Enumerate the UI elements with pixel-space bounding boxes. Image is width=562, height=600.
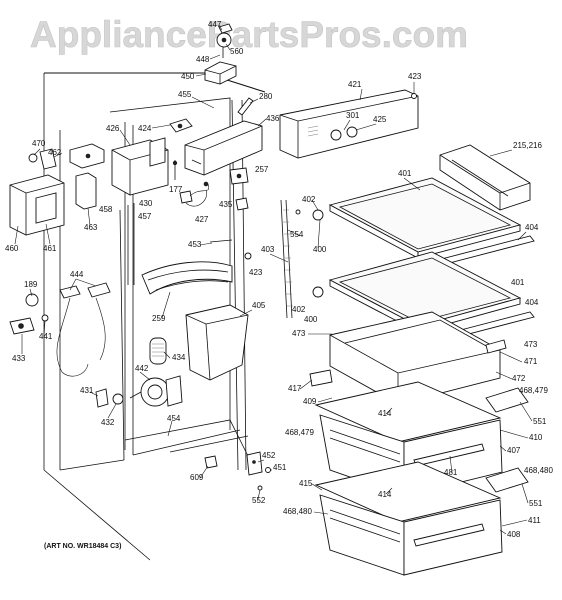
callout-label: 473 <box>292 329 306 338</box>
light-shield-259 <box>141 261 233 295</box>
leader-lines <box>14 24 533 535</box>
water-reservoir-405 <box>149 304 249 381</box>
art-number: (ART NO. WR18484 C3) <box>44 543 121 550</box>
callout-label: 472 <box>512 374 526 383</box>
part-424 <box>169 118 193 133</box>
callout-label: 426 <box>106 124 120 133</box>
callout-label: 551 <box>533 417 547 426</box>
callout-label: 468,479 <box>519 386 548 395</box>
left-controls-cluster <box>9 148 97 236</box>
callout-label: 411 <box>528 516 541 525</box>
callout-label: 457 <box>138 212 152 221</box>
callout-label: 448 <box>196 55 210 64</box>
callout-label: 455 <box>178 90 192 99</box>
callout-label: 427 <box>195 215 209 224</box>
callout-label: 280 <box>259 92 273 101</box>
thermostat-knob-assembly <box>204 23 237 85</box>
callout-label: 447 <box>208 20 222 29</box>
callout-label: 481 <box>444 468 458 477</box>
callout-label: 444 <box>70 270 84 279</box>
callout-label: 402 <box>302 195 316 204</box>
callout-label: 454 <box>167 414 181 423</box>
callout-label: 215,216 <box>513 141 542 150</box>
callout-label: 421 <box>348 80 362 89</box>
callout-label: 259 <box>152 314 166 323</box>
callout-label: 470 <box>32 139 46 148</box>
callout-label: 402 <box>292 305 306 314</box>
watermark: AppliancePartsPros.com <box>30 14 468 55</box>
callout-label: 423 <box>408 72 422 81</box>
callout-label: 468,479 <box>285 428 314 437</box>
callout-label: 461 <box>43 244 57 253</box>
wire-harness-427 <box>179 181 210 207</box>
callout-label: 552 <box>252 496 266 505</box>
callout-label: 458 <box>99 205 113 214</box>
screw-177 <box>172 160 178 180</box>
part-257 <box>229 167 249 185</box>
callout-label: 423 <box>249 268 263 277</box>
motor-442 <box>95 375 183 408</box>
callout-label: 301 <box>346 111 360 120</box>
callout-label: 452 <box>262 451 276 460</box>
glass-shelf-lower <box>312 251 535 344</box>
callout-label: 433 <box>12 354 26 363</box>
shelf-track-403 <box>280 199 293 319</box>
callout-label: 560 <box>230 47 244 56</box>
callout-label: 417 <box>288 384 302 393</box>
callout-label: 468,480 <box>283 507 312 516</box>
callout-label: 410 <box>529 433 543 442</box>
callout-label: 431 <box>80 386 94 395</box>
callout-label: 432 <box>101 418 115 427</box>
callout-label: 414 <box>378 490 392 499</box>
fan-housing-430 <box>69 137 169 196</box>
glass-shelf-upper <box>295 177 535 268</box>
air-duct-436 <box>184 97 263 176</box>
callout-label: 189 <box>24 280 38 289</box>
callout-label: 430 <box>139 199 153 208</box>
callout-label: 400 <box>304 315 318 324</box>
divider-posts <box>127 203 135 285</box>
callout-label: 441 <box>39 332 53 341</box>
crisper-drawer-lower <box>314 461 529 576</box>
callout-label: 442 <box>135 364 149 373</box>
callout-label: 424 <box>138 124 152 133</box>
part-435 <box>235 197 249 211</box>
callout-label: 415 <box>299 479 313 488</box>
callout-label: 468,480 <box>524 466 553 475</box>
control-panel-421 <box>279 89 419 159</box>
callout-label: 473 <box>524 340 538 349</box>
callout-label: 404 <box>525 223 539 232</box>
crisper-cover-215 <box>439 144 531 211</box>
callout-label: 177 <box>169 185 183 194</box>
callout-label: 435 <box>219 200 233 209</box>
callout-label: 425 <box>373 115 387 124</box>
callout-label: 400 <box>313 245 327 254</box>
callout-label: 257 <box>255 165 269 174</box>
callout-label: 462 <box>48 148 62 157</box>
callout-label: 408 <box>507 530 521 539</box>
water-tube-assembly <box>9 282 111 377</box>
callout-label: 401 <box>398 169 412 178</box>
callout-label: 460 <box>5 244 19 253</box>
bolt-423 <box>244 252 252 260</box>
callout-label: 414 <box>378 409 392 418</box>
callout-label: 403 <box>261 245 275 254</box>
callout-label: 405 <box>252 301 266 310</box>
callout-label: 407 <box>507 446 521 455</box>
callout-label: 450 <box>181 72 195 81</box>
callout-label: 434 <box>172 353 186 362</box>
callout-label: 401 <box>511 278 525 287</box>
callout-label: 451 <box>273 463 287 472</box>
callout-label: 471 <box>524 357 538 366</box>
callout-label: 453 <box>188 240 202 249</box>
callout-label: 463 <box>84 223 98 232</box>
part-453 <box>209 239 233 243</box>
callout-label: 609 <box>190 473 204 482</box>
small-hardware <box>204 451 271 491</box>
callout-label: 551 <box>529 499 543 508</box>
callout-label: 404 <box>525 298 539 307</box>
callout-label: 409 <box>303 397 317 406</box>
callout-label: 436 <box>266 114 280 123</box>
